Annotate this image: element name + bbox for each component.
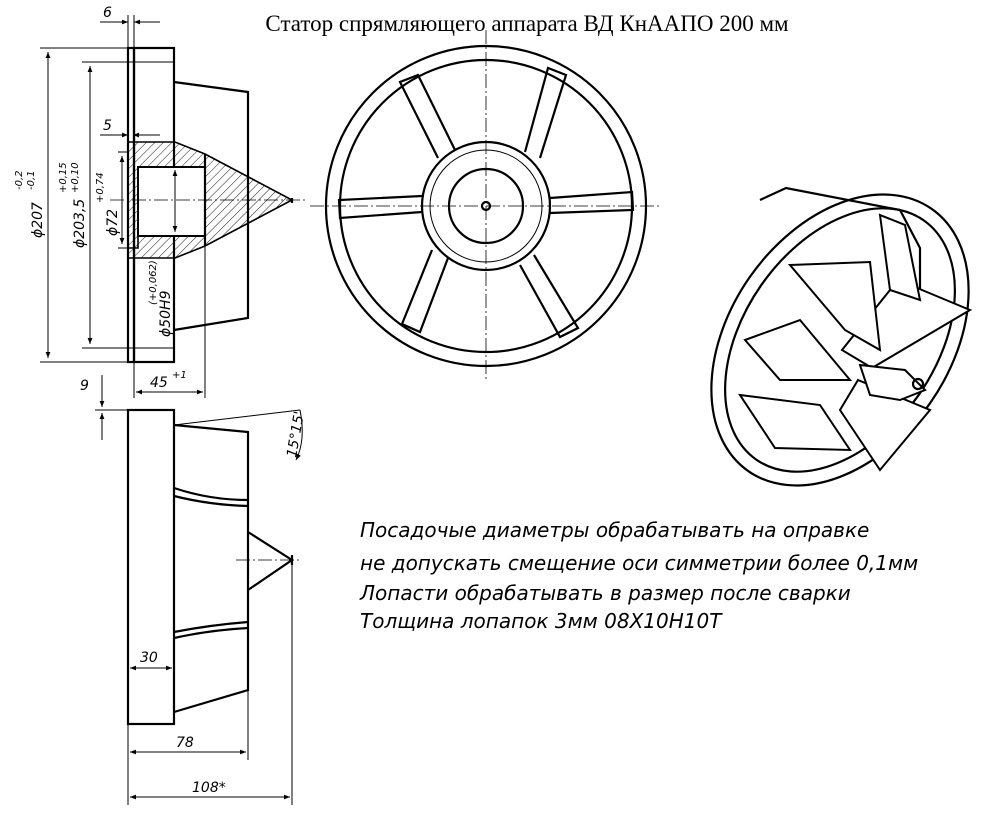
isometric-view <box>710 186 973 487</box>
front-view <box>310 30 662 380</box>
dim-d207: ϕ207 <box>30 202 46 238</box>
svg-text:+0,74: +0,74 <box>95 172 106 203</box>
svg-text:(+0,062): (+0,062) <box>148 260 159 305</box>
note-line-3: Лопасти обрабатывать в размер после свар… <box>359 581 851 605</box>
blade-2 <box>787 260 882 352</box>
iso-outer-ring <box>710 193 970 487</box>
iso-hub <box>858 363 927 402</box>
dim-d50: ϕ50H9 <box>158 290 174 337</box>
note-line-2: не допускать смещение оси симметрии боле… <box>360 551 918 575</box>
hub-bore <box>137 166 206 237</box>
blade-4 <box>737 393 852 452</box>
section-view: 6 5 ϕ207 -0,2 -0,1 ϕ203,5 +0,15 +0,10 ϕ7… <box>14 5 305 398</box>
blade-3 <box>838 378 932 472</box>
iso-inner-ring <box>724 207 956 473</box>
svg-text:+1: +1 <box>172 370 187 381</box>
side-rim <box>126 408 176 726</box>
note-line-4: Толщина лопапок 3мм 08Х10Н10Т <box>360 609 723 633</box>
side-hub-cone <box>247 531 294 591</box>
dim-angle: 15°15' <box>284 410 308 459</box>
note-line-1: Посадочые диаметры обрабатывать на оправ… <box>360 518 869 542</box>
side-vane-lower <box>173 620 249 634</box>
svg-text:-0,2: -0,2 <box>14 170 25 190</box>
side-vane-upper <box>173 486 249 502</box>
dim-108: 108* <box>192 780 226 796</box>
dim-45: 45 <box>150 375 168 391</box>
blade-5 <box>743 318 853 381</box>
drawing-title: Статор спрямляющего аппарата ВД КнААПО 2… <box>265 11 789 36</box>
dim-d203: ϕ203,5 <box>72 199 88 248</box>
spokes <box>337 66 635 339</box>
dim-6: 6 <box>103 5 112 21</box>
dim-30: 30 <box>140 650 158 666</box>
svg-text:+0,10: +0,10 <box>70 162 81 193</box>
blade-6 <box>878 213 922 302</box>
notes: Посадочые диаметры обрабатывать на оправ… <box>359 518 918 633</box>
svg-text:+0,15: +0,15 <box>58 162 69 193</box>
dim-78: 78 <box>176 735 194 751</box>
dim-d72: ϕ72 <box>105 209 121 236</box>
dim-5: 5 <box>103 118 112 134</box>
svg-text:-0,1: -0,1 <box>26 170 37 190</box>
dim-9: 9 <box>80 378 89 394</box>
side-body <box>173 423 250 714</box>
side-view: 9 15°15' 30 78 108* <box>80 375 308 805</box>
